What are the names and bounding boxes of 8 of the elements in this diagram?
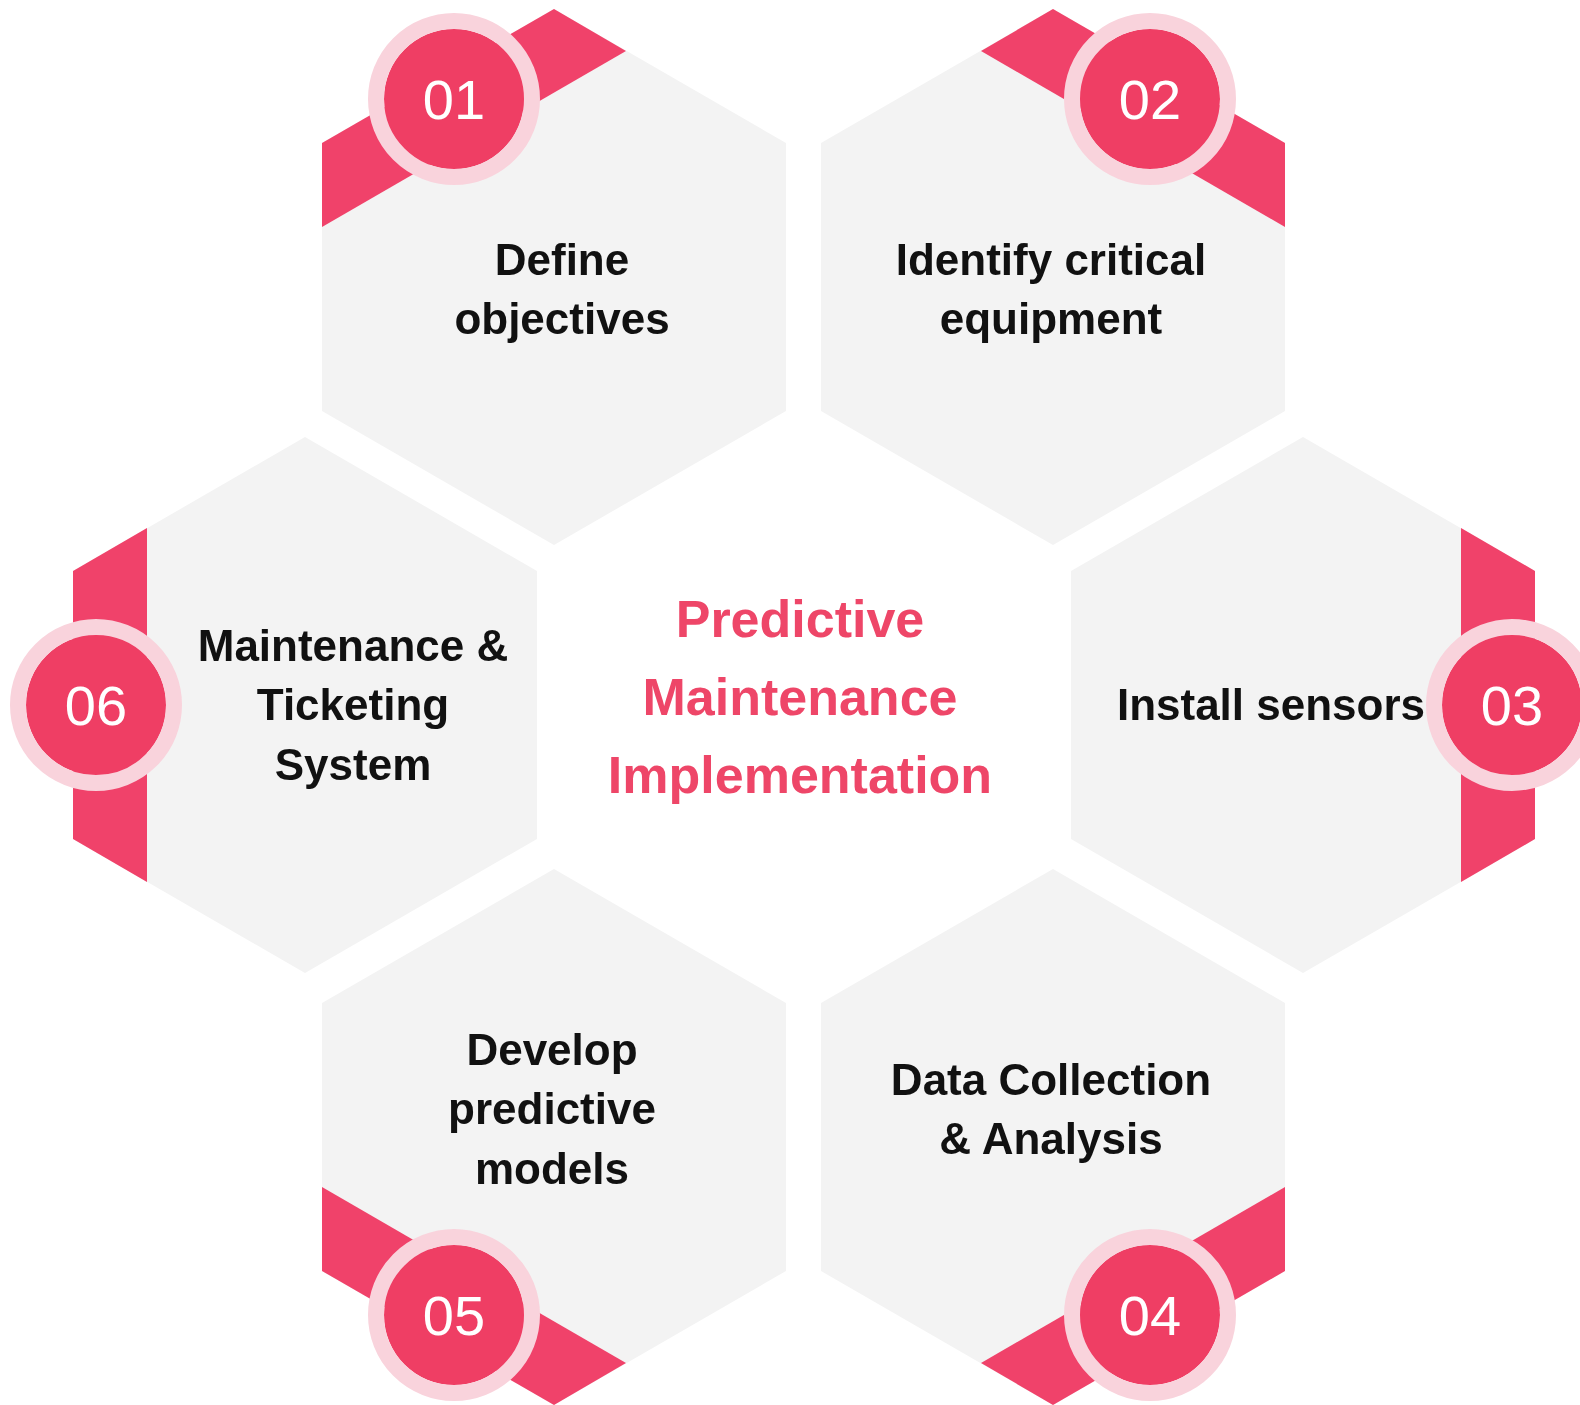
step-label: Maintenance & Ticketing System bbox=[196, 619, 510, 791]
diagram-title: Predictive Maintenance Implementation bbox=[606, 589, 994, 806]
step-label: Install sensors bbox=[1116, 679, 1426, 732]
step-label: Develop predictive models bbox=[447, 1023, 657, 1195]
step-label: Define objectives bbox=[453, 233, 671, 345]
step-number: 06 bbox=[10, 619, 182, 791]
step-label: Identify critical equipment bbox=[894, 233, 1208, 345]
step-label: Data Collection & Analysis bbox=[889, 1053, 1213, 1165]
